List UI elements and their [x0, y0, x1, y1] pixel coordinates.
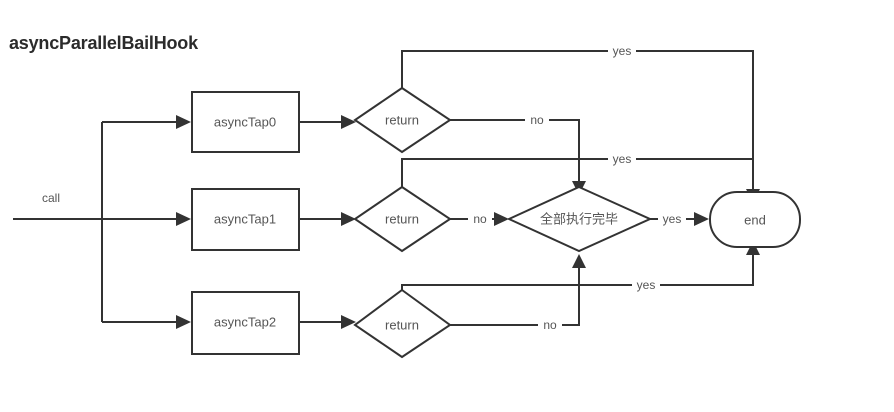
edge-label-return2-no: no [538, 317, 562, 333]
svg-text:no: no [543, 318, 557, 332]
svg-text:yes: yes [613, 152, 632, 166]
edge-call-to-tap1 [102, 212, 191, 226]
node-tap0-label: asyncTap0 [214, 114, 276, 129]
edge-label-return1-no: no [468, 211, 492, 227]
edge-call-trunk [13, 122, 103, 322]
node-tap2-label: asyncTap2 [214, 314, 276, 329]
svg-text:no: no [530, 113, 544, 127]
edge-label-alldone-yes: yes [658, 211, 686, 227]
svg-text:yes: yes [663, 212, 682, 226]
svg-text:yes: yes [637, 278, 656, 292]
edge-tap2-to-return2 [299, 315, 356, 329]
edge-return2-no-to-alldone [450, 254, 586, 326]
edge-return0-no-to-alldone [450, 119, 586, 195]
node-all-done-label: 全部执行完毕 [540, 212, 618, 228]
edge-label-call: call [36, 190, 66, 206]
edge-label-return2-yes: yes [632, 277, 660, 293]
node-tap1[interactable]: asyncTap1 [191, 188, 300, 251]
node-return1-label: return [385, 211, 419, 226]
node-end[interactable]: end [709, 191, 801, 248]
node-end-label: end [744, 212, 766, 227]
node-return0-label: return [385, 112, 419, 127]
node-return2[interactable]: return [353, 288, 452, 359]
node-tap2[interactable]: asyncTap2 [191, 291, 300, 355]
svg-text:yes: yes [613, 44, 632, 58]
node-return0[interactable]: return [353, 86, 452, 154]
node-tap0[interactable]: asyncTap0 [191, 91, 300, 153]
edge-label-return0-yes: yes [608, 43, 636, 59]
edge-label-return1-yes: yes [608, 151, 636, 167]
node-tap1-label: asyncTap1 [214, 211, 276, 226]
svg-text:call: call [42, 191, 60, 205]
edge-tap0-to-return0 [299, 115, 356, 129]
edge-label-return0-no: no [525, 112, 549, 128]
node-return2-label: return [385, 317, 419, 332]
edge-call-to-tap2 [102, 315, 191, 329]
edge-return0-yes-to-end [401, 50, 760, 203]
page-title: asyncParallelBailHook [9, 33, 198, 53]
svg-text:no: no [473, 212, 487, 226]
node-return1[interactable]: return [353, 185, 452, 253]
edge-call-to-tap0 [102, 115, 191, 129]
node-all-done[interactable]: 全部执行完毕 [506, 185, 653, 253]
edge-tap1-to-return1 [299, 212, 356, 226]
